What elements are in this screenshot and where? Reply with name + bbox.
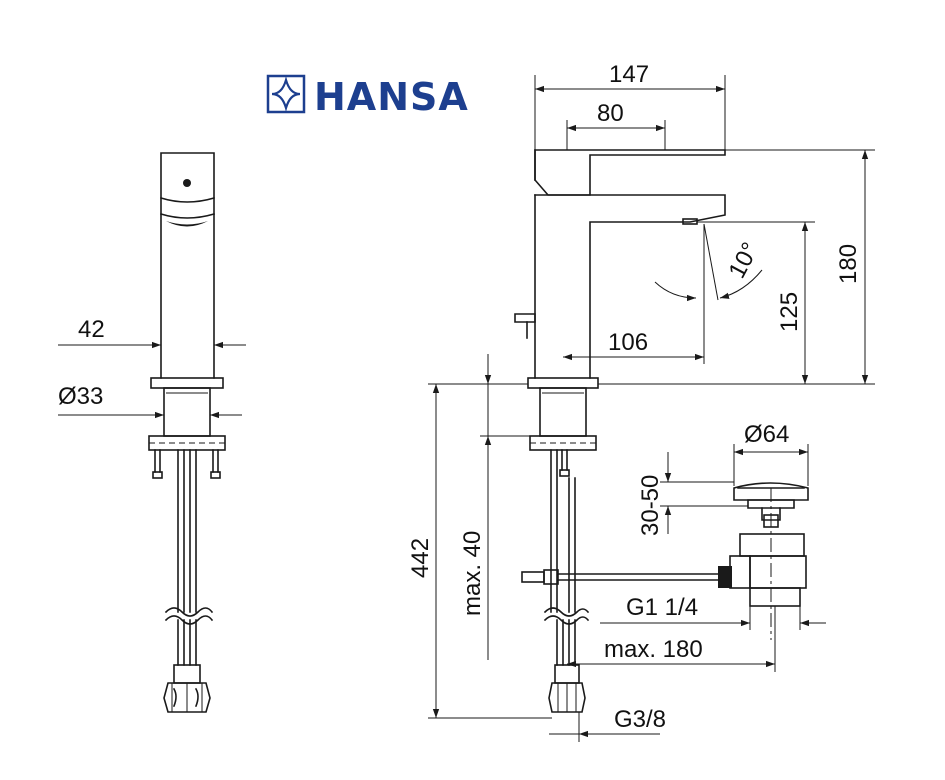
front-hose-nut	[163, 682, 211, 713]
dim-dia64-label: Ø64	[744, 421, 789, 448]
dim-180-label: 180	[835, 244, 862, 284]
front-view: 42 Ø33	[58, 152, 246, 713]
side-break-line	[543, 607, 590, 617]
dim-30-50-label: 30-50	[637, 475, 664, 536]
drain-plug-cap	[733, 482, 809, 501]
front-rosette	[150, 377, 224, 389]
side-mounting-shank	[539, 387, 587, 437]
dim-g3-8-label: G3/8	[614, 706, 666, 733]
front-fixing-studs	[154, 449, 219, 473]
pull-rod	[557, 573, 719, 581]
side-spout	[534, 194, 726, 379]
side-lever	[534, 149, 726, 196]
drain-tailpiece	[749, 587, 801, 607]
front-supply-hoses	[177, 449, 197, 613]
pull-rod-connector	[718, 566, 732, 588]
side-rosette	[527, 377, 599, 389]
brand-name: HANSA	[314, 75, 469, 119]
front-break-line	[164, 607, 214, 617]
dim-angle-label: 10°	[723, 238, 764, 283]
dim-42-label: 42	[78, 316, 105, 343]
front-hose-fitting	[173, 664, 201, 684]
front-lever-head	[160, 152, 215, 203]
drain-body-flange	[739, 533, 805, 557]
hansa-logo-mark-icon	[266, 74, 306, 114]
side-hose-fitting	[554, 664, 580, 684]
front-aerator-outlet	[166, 221, 208, 227]
side-supply-hoses	[550, 449, 576, 613]
dim-g1-1-4-label: G1 1/4	[626, 594, 698, 621]
front-indicator-dot-icon	[183, 179, 191, 187]
dim-442-label: 442	[407, 538, 434, 578]
dim-80-label: 80	[597, 100, 624, 127]
dim-max40-label: max. 40	[459, 531, 486, 616]
dim-dia33-label: Ø33	[58, 383, 103, 410]
side-hose-nut	[548, 682, 586, 713]
drain-body	[749, 555, 807, 589]
side-view: 147 80 180 125 106 10° 442 max. 40	[407, 61, 875, 742]
dim-125-label: 125	[776, 292, 803, 332]
popup-rod-knob	[514, 313, 536, 323]
pull-rod-clamp	[521, 571, 545, 583]
dim-106-label: 106	[608, 329, 648, 356]
hansa-logo: HANSA	[266, 74, 469, 119]
dim-147-label: 147	[609, 61, 649, 88]
dim-max180-label: max. 180	[604, 636, 703, 663]
front-mounting-shank	[163, 387, 211, 437]
